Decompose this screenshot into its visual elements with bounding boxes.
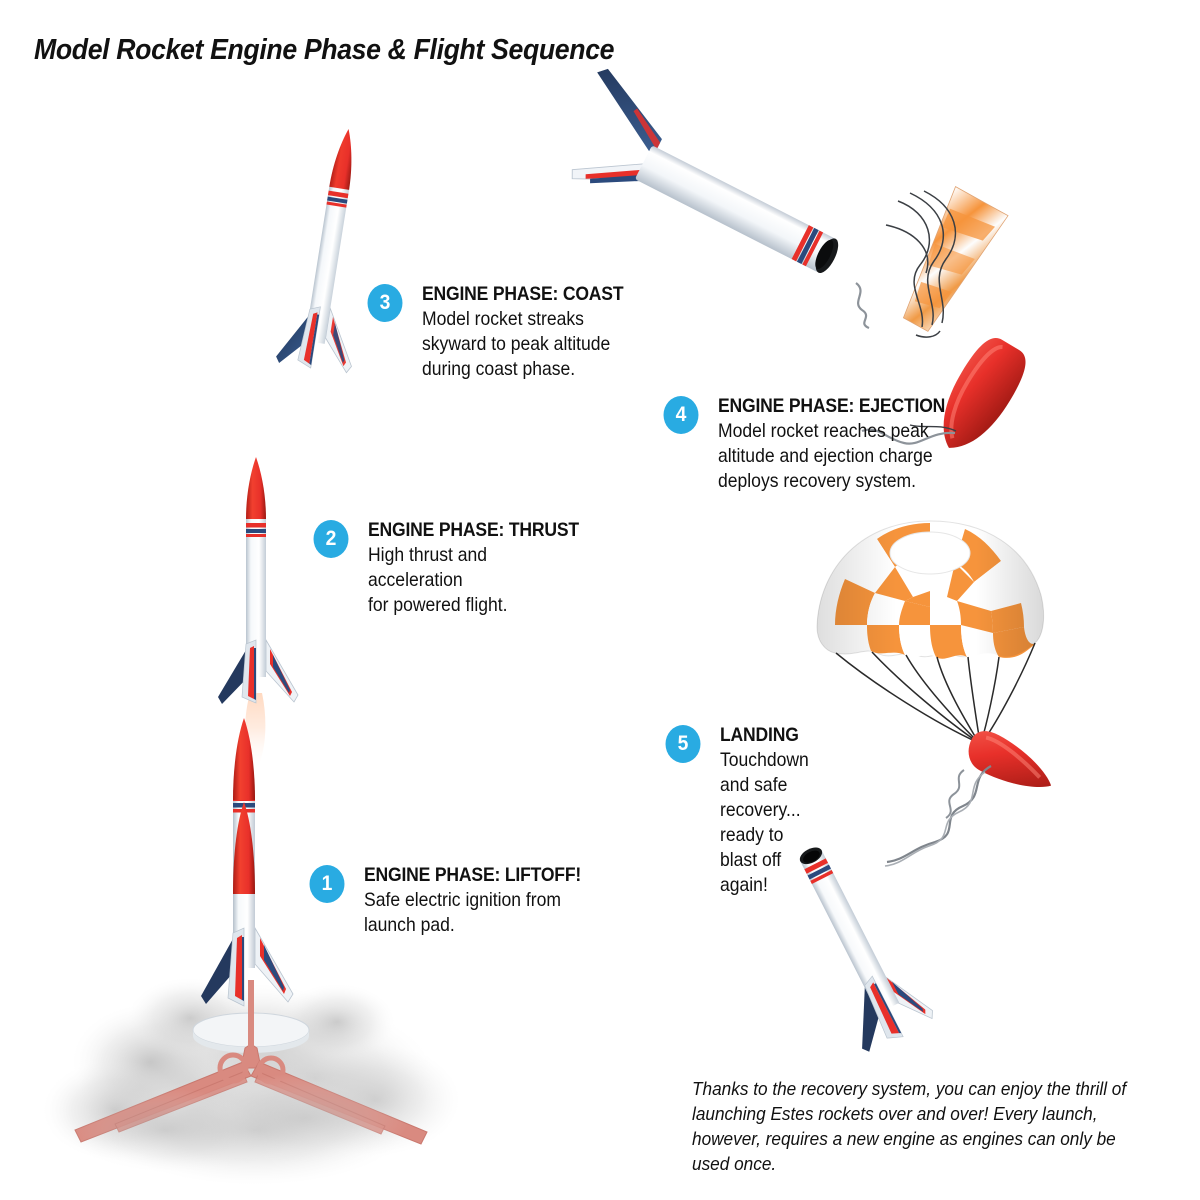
- step-1-body: Safe electric ignition from launch pad.: [364, 889, 562, 936]
- liftoff-rocket-nose-cone: [232, 800, 262, 896]
- rocket-on-launch-pad-illustration: [43, 718, 475, 1190]
- step-5-heading: LANDING: [720, 724, 799, 746]
- shock-cord-landing: [865, 760, 1015, 890]
- step-2-body: High thrust and acceleration for powered…: [368, 544, 508, 616]
- step-4-body: Model rocket reaches peak altitude and e…: [718, 420, 933, 492]
- step-badge-4[interactable]: 4: [663, 396, 699, 434]
- ejected-nose-cone-and-packed-parachute-illustration: [860, 185, 1120, 475]
- rocket-ejecting-body-illustration: [535, 68, 895, 330]
- landing-nose-cone: [945, 730, 1080, 820]
- step-5-body: Touchdown and safe recovery... ready to …: [720, 749, 809, 896]
- rocket-thrusting-illustration: [200, 455, 330, 775]
- step-badge-3[interactable]: 3: [367, 284, 403, 322]
- step-badge-2[interactable]: 2: [313, 520, 349, 558]
- step-1-heading: ENGINE PHASE: LIFTOFF!: [364, 864, 582, 886]
- step-badge-1[interactable]: 1: [309, 865, 345, 903]
- footer-note: Thanks to the recovery system, you can e…: [692, 1078, 1127, 1174]
- rocket-body-descending-illustration: [760, 830, 950, 1052]
- rocket-coasting-illustration: [255, 125, 395, 390]
- step-2-heading: ENGINE PHASE: THRUST: [368, 519, 579, 541]
- step-badge-5[interactable]: 5: [665, 725, 701, 763]
- step-4-heading: ENGINE PHASE: EJECTION: [718, 395, 946, 417]
- deployed-parachute-illustration: [805, 515, 1055, 745]
- step-3-body: Model rocket streaks skyward to peak alt…: [422, 308, 611, 380]
- page-title: Model Rocket Engine Phase & Flight Seque…: [34, 34, 615, 66]
- step-3-heading: ENGINE PHASE: COAST: [422, 283, 624, 305]
